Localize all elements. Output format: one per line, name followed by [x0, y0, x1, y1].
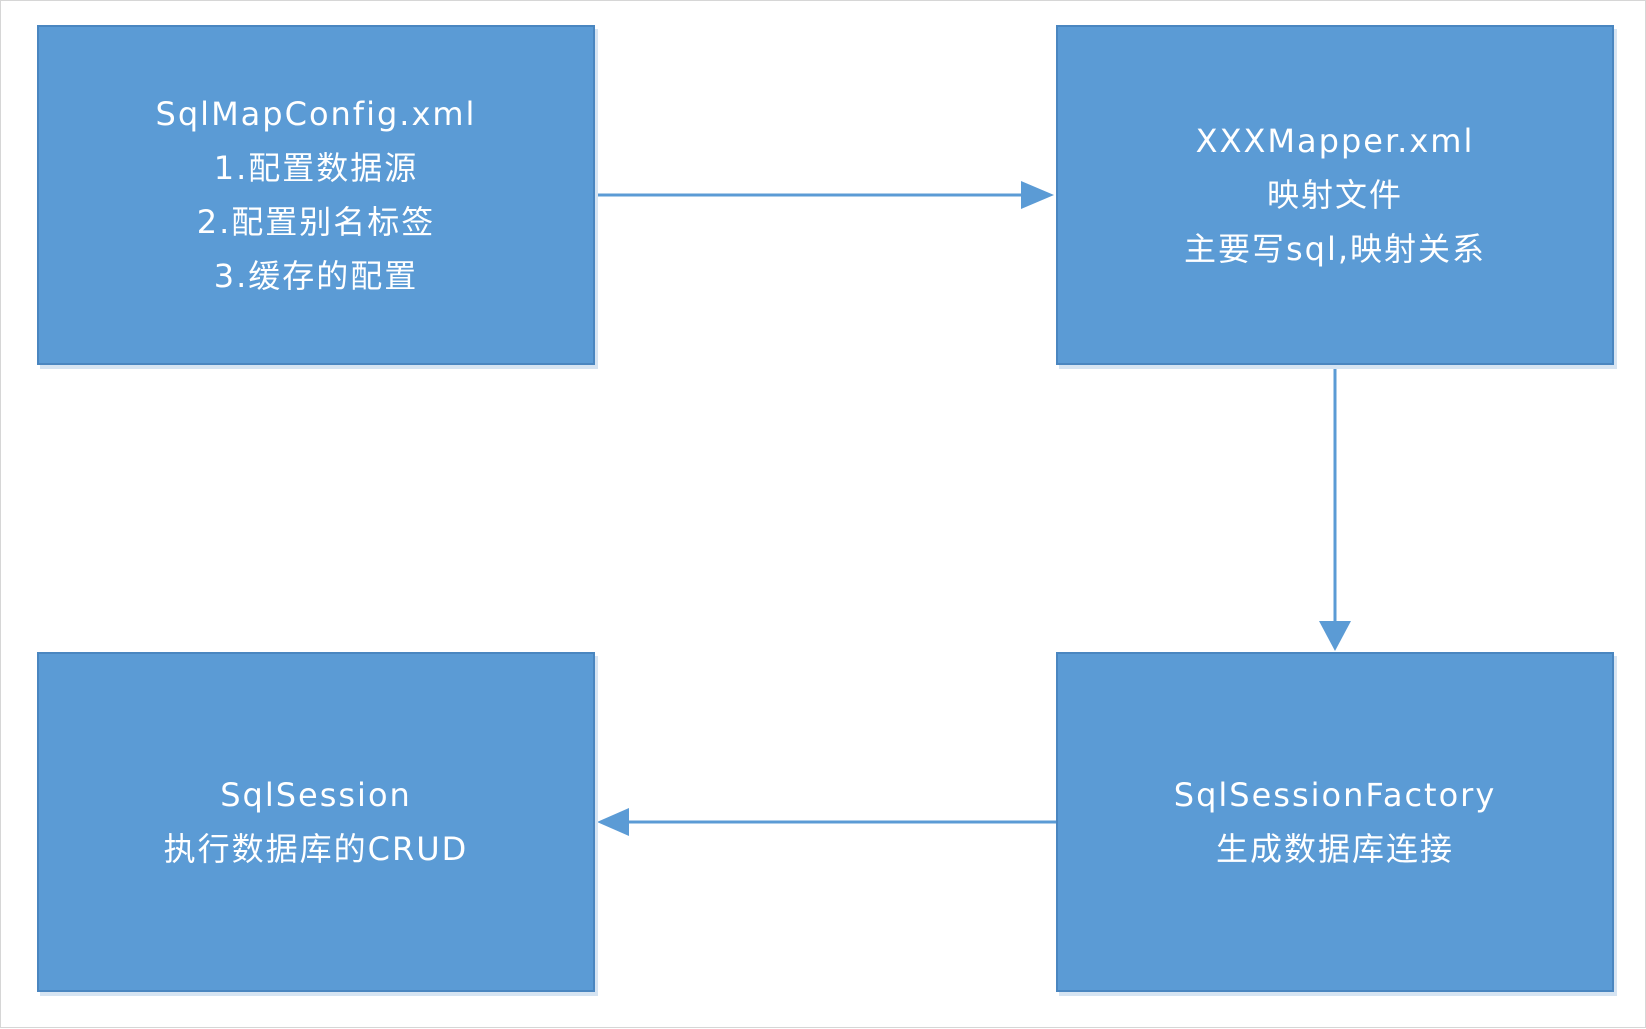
node-line: 主要写sql,映射关系	[1183, 230, 1487, 268]
node-title: SqlSession	[220, 776, 412, 814]
node-title: SqlMapConfig.xml	[155, 95, 477, 133]
node-line: 生成数据库连接	[1215, 830, 1454, 868]
node-line: 执行数据库的CRUD	[163, 830, 469, 868]
node-title: SqlSessionFactory	[1173, 776, 1497, 814]
node-sqlsessionfactory: SqlSessionFactory 生成数据库连接	[1056, 652, 1614, 992]
node-line: 映射文件	[1266, 176, 1403, 214]
node-xxxmapper: XXXMapper.xml 映射文件 主要写sql,映射关系	[1056, 25, 1614, 365]
node-title: XXXMapper.xml	[1195, 122, 1475, 160]
arrow-mapper-to-factory	[1319, 365, 1351, 651]
node-line: 3.缓存的配置	[213, 257, 419, 295]
node-line: 1.配置数据源	[213, 149, 419, 187]
node-sqlsession: SqlSession 执行数据库的CRUD	[37, 652, 595, 992]
node-sqlmapconfig: SqlMapConfig.xml 1.配置数据源 2.配置别名标签 3.缓存的配…	[37, 25, 595, 365]
node-line: 2.配置别名标签	[196, 203, 436, 241]
arrow-config-to-mapper	[595, 181, 1054, 209]
arrow-factory-to-session	[597, 808, 1056, 836]
